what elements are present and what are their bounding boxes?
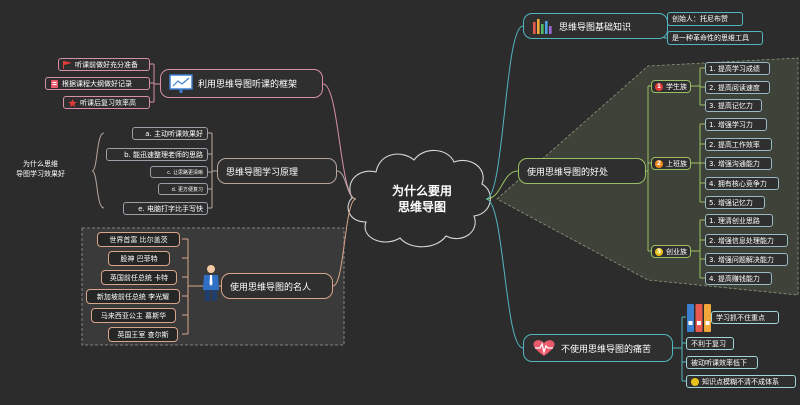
principle-callout-brace (91, 132, 105, 209)
binders-icon (687, 304, 711, 332)
bar-chart-icon (533, 19, 552, 34)
pain-item-2[interactable]: 不利于复习 (686, 337, 734, 350)
link-benefit-groups (647, 85, 651, 252)
famous-person-lee[interactable]: 新加坡前任总统 李光耀 (86, 289, 180, 304)
principle-item-b[interactable]: b. 能迅速整理老师的思路 (106, 148, 208, 161)
basics-item-tool[interactable]: 是一种革命性的思维工具 (667, 31, 763, 45)
benefit-worker-4[interactable]: 4. 拥有核心竞争力 (705, 177, 779, 190)
principle-item-d[interactable]: d. 更方便复习 (158, 183, 208, 195)
central-topic: 为什么要用 思维导图 (372, 183, 472, 215)
framework-node[interactable]: 利用思维导图听课的框架 (160, 69, 323, 98)
smiley-icon (691, 377, 699, 386)
clipboard-icon (51, 79, 58, 88)
benefit-group-workers[interactable]: 2 上班族 (651, 157, 691, 170)
pain-item-1[interactable]: 学习抓不住重点 (711, 311, 779, 324)
benefit-group-entrepreneurs[interactable]: 3 创业族 (651, 245, 691, 258)
link-framework-items (150, 63, 155, 103)
link-entrepreneurs (699, 219, 705, 279)
basics-item-founder[interactable]: 创始人：托尼布赞 (667, 12, 743, 26)
benefits-title: 使用思维导图的好处 (527, 167, 609, 178)
benefit-entrepreneur-4[interactable]: 4. 提高赚钱能力 (705, 272, 772, 285)
benefit-entrepreneur-2[interactable]: 2. 增强信息处理能力 (705, 234, 788, 247)
famous-person-carter[interactable]: 英国前任总统 卡特 (101, 270, 177, 285)
principle-title: 思维导图学习原理 (226, 167, 299, 178)
pain-title: 不使用思维导图的痛苦 (561, 344, 652, 355)
benefit-worker-2[interactable]: 2. 提高工作效率 (705, 138, 772, 151)
central-topic-line1: 为什么要用 (391, 184, 452, 198)
framework-item-prepare[interactable]: 听课前做好充分准备 (58, 58, 150, 71)
link-pain (485, 198, 524, 349)
heart-pulse-icon (533, 340, 555, 356)
link-framework (322, 83, 357, 200)
pain-node[interactable]: 不使用思维导图的痛苦 (523, 334, 673, 362)
presentation-board-icon (169, 73, 193, 93)
basics-node[interactable]: 思维导图基础知识 (523, 13, 668, 39)
number-badge-1-icon: 1 (655, 82, 663, 91)
framework-item-review[interactable]: 听课后复习效率高 (63, 96, 150, 109)
benefits-node[interactable]: 使用思维导图的好处 (518, 158, 646, 184)
number-badge-2-icon: 2 (655, 159, 663, 168)
principle-node[interactable]: 思维导图学习原理 (217, 158, 337, 184)
benefit-student-3[interactable]: 3. 提高记忆力 (705, 99, 762, 112)
pain-item-3[interactable]: 被动听课效率低下 (686, 356, 758, 369)
benefit-student-1[interactable]: 1. 提高学习成绩 (705, 62, 770, 75)
famous-node[interactable]: 使用思维导图的名人 (221, 273, 333, 299)
link-famous (332, 198, 357, 287)
link-principle-items (208, 132, 213, 209)
principle-callout: 为什么思维 导图学习效果好 (16, 160, 65, 178)
central-topic-line2: 思维导图 (397, 200, 446, 214)
benefit-worker-1[interactable]: 1. 增强学习力 (705, 118, 767, 131)
benefit-entrepreneur-1[interactable]: 1. 理清创业思路 (705, 214, 773, 227)
basics-title: 思维导图基础知识 (559, 22, 632, 33)
link-benefits (485, 170, 519, 200)
flag-icon (63, 60, 72, 69)
pain-item-4[interactable]: 知识点模糊不清不成体系 (686, 375, 796, 388)
famous-person-gates[interactable]: 世界首富 比尔盖茨 (97, 232, 180, 247)
benefit-student-2[interactable]: 2. 提高阅读速度 (705, 81, 770, 94)
benefit-entrepreneur-3[interactable]: 3. 增强问题解决能力 (705, 253, 788, 266)
star-icon (68, 98, 77, 107)
famous-person-buffett[interactable]: 股神 巴菲特 (108, 251, 170, 266)
principle-item-c[interactable]: c. 让思路更清晰 (150, 166, 208, 178)
link-pain-items (681, 316, 686, 382)
famous-person-princess[interactable]: 马来西亚公主 慕斯华 (91, 308, 176, 323)
famous-title: 使用思维导图的名人 (230, 282, 312, 293)
link-principle (336, 170, 357, 200)
link-basics (485, 25, 524, 200)
principle-item-a[interactable]: a. 主动听课效果好 (132, 127, 208, 140)
framework-title: 利用思维导图听课的框架 (198, 80, 298, 90)
framework-item-record[interactable]: 根据课程大纲做好记录 (45, 77, 150, 90)
number-badge-3-icon: 3 (655, 247, 663, 256)
businessman-icon (203, 265, 219, 301)
famous-person-charles[interactable]: 英国王室 查尔斯 (108, 327, 178, 342)
principle-item-e[interactable]: e. 电脑打字比手写快 (123, 202, 208, 215)
benefit-group-students[interactable]: 1 学生族 (651, 80, 691, 93)
benefit-worker-3[interactable]: 3. 增强沟通能力 (705, 157, 772, 170)
benefit-worker-5[interactable]: 5. 增强记忆力 (705, 196, 765, 209)
